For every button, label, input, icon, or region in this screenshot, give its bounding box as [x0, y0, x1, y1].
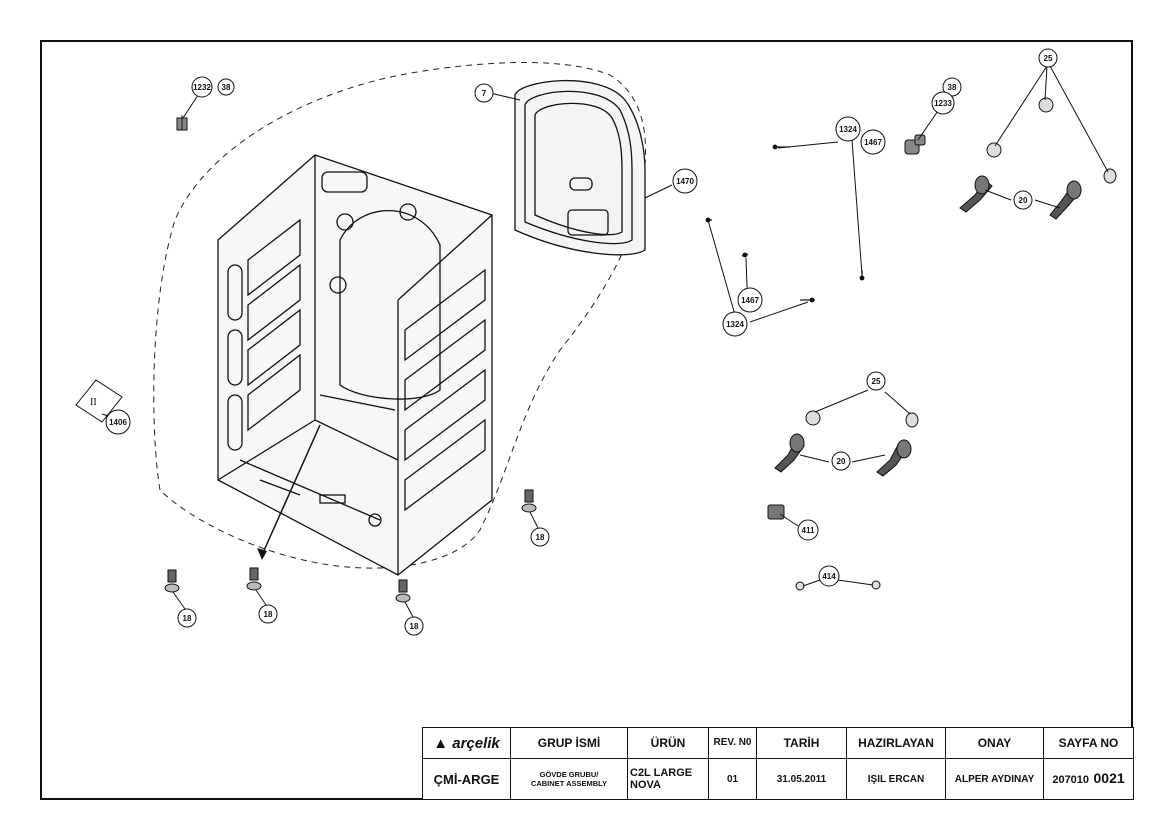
callout-25-bottom: 25	[866, 371, 886, 391]
damper-upper	[986, 97, 1117, 184]
clip-part	[767, 504, 785, 520]
callout-38-left: 38	[217, 78, 235, 96]
callout-1232: 1232	[191, 76, 213, 98]
svg-text:1470: 1470	[676, 177, 694, 186]
callout-1233: 1233	[931, 91, 955, 115]
cabinet-body	[217, 154, 493, 576]
svg-text:1467: 1467	[741, 296, 759, 305]
svg-text:1233: 1233	[934, 99, 952, 108]
svg-text:18: 18	[536, 533, 545, 542]
prepared-by-value: IŞIL ERCAN	[846, 758, 946, 800]
svg-text:25: 25	[1044, 54, 1053, 63]
company-logo: ▲ arçelik	[422, 727, 511, 759]
svg-text:25: 25	[872, 377, 881, 386]
product-value: C2L LARGE NOVA	[627, 758, 709, 800]
svg-text:II: II	[90, 397, 97, 408]
callout-414: 414	[818, 565, 840, 587]
shock-absorber-upper	[959, 175, 1082, 220]
door-panel	[514, 79, 646, 256]
svg-text:38: 38	[948, 83, 957, 92]
header-approval: ONAY	[945, 727, 1044, 759]
header-date: TARİH	[756, 727, 847, 759]
header-product: ÜRÜN	[627, 727, 709, 759]
screw-group	[705, 144, 865, 303]
callout-1470: 1470	[672, 168, 698, 194]
department: ÇMİ-ARGE	[422, 758, 511, 800]
callout-1324-bottom: 1324	[722, 311, 748, 337]
group-name-line2: CABINET ASSEMBLY	[530, 779, 608, 788]
svg-text:411: 411	[802, 526, 815, 535]
callout-1467-bottom: 1467	[737, 287, 763, 313]
callout-18-d: 18	[404, 616, 424, 636]
svg-text:20: 20	[1019, 196, 1028, 205]
nut-parts	[795, 580, 881, 591]
product-line2: NOVA	[630, 779, 661, 791]
callout-bubbles: 1232 38 7 1470 38 1233 1324 1467 25 20 1…	[105, 48, 1058, 636]
callout-20-top: 20	[1013, 190, 1033, 210]
header-group-name: GRUP İSMİ	[510, 727, 628, 759]
svg-text:18: 18	[410, 622, 419, 631]
adjustable-feet	[164, 489, 537, 603]
svg-text:18: 18	[264, 610, 273, 619]
callout-20-bottom: 20	[831, 451, 851, 471]
svg-text:18: 18	[183, 614, 192, 623]
callout-7: 7	[474, 83, 494, 103]
date-value: 31.05.2011	[756, 758, 847, 800]
callout-18-b: 18	[177, 608, 197, 628]
svg-text:1324: 1324	[726, 320, 744, 329]
group-name-line1: GÖVDE GRUBU/	[539, 770, 599, 779]
hinge-clip-right	[904, 134, 926, 155]
callout-25-top: 25	[1038, 48, 1058, 68]
header-revision: REV. N0	[708, 727, 757, 759]
svg-text:38: 38	[222, 83, 231, 92]
leader-lines	[101, 65, 1109, 618]
callout-1467-top: 1467	[860, 129, 886, 155]
callout-1324-top: 1324	[835, 116, 861, 142]
callout-1406: 1406	[105, 409, 131, 435]
hinge-clip-left	[176, 115, 188, 131]
shock-absorber-lower	[774, 433, 912, 477]
assembly-arrow	[261, 424, 321, 556]
label-plate: II	[75, 379, 123, 423]
callout-411: 411	[797, 519, 819, 541]
callout-18-a: 18	[530, 527, 550, 547]
page-number-prefix: 207010	[1052, 774, 1090, 786]
group-name-value: GÖVDE GRUBU/ CABINET ASSEMBLY	[510, 758, 628, 800]
approval-value: ALPER AYDINAY	[945, 758, 1044, 800]
svg-text:1467: 1467	[864, 138, 882, 147]
svg-text:20: 20	[837, 457, 846, 466]
svg-text:7: 7	[482, 89, 487, 98]
product-line1: C2L LARGE	[630, 767, 693, 779]
revision-value: 01	[708, 758, 757, 800]
svg-text:1232: 1232	[193, 83, 211, 92]
page-number-value: 207010 0021	[1043, 758, 1134, 800]
callout-18-c: 18	[258, 604, 278, 624]
svg-text:1406: 1406	[109, 418, 127, 427]
page-number-suffix: 0021	[1093, 770, 1125, 786]
header-page-number: SAYFA NO	[1043, 727, 1134, 759]
svg-text:1324: 1324	[839, 125, 857, 134]
svg-text:414: 414	[822, 572, 836, 581]
damper-lower	[805, 410, 919, 428]
header-prepared-by: HAZIRLAYAN	[846, 727, 946, 759]
logo-mark-icon: ▲	[433, 734, 449, 752]
title-block: ▲ arçelik GRUP İSMİ ÜRÜN REV. N0 TARİH H…	[422, 727, 1134, 800]
